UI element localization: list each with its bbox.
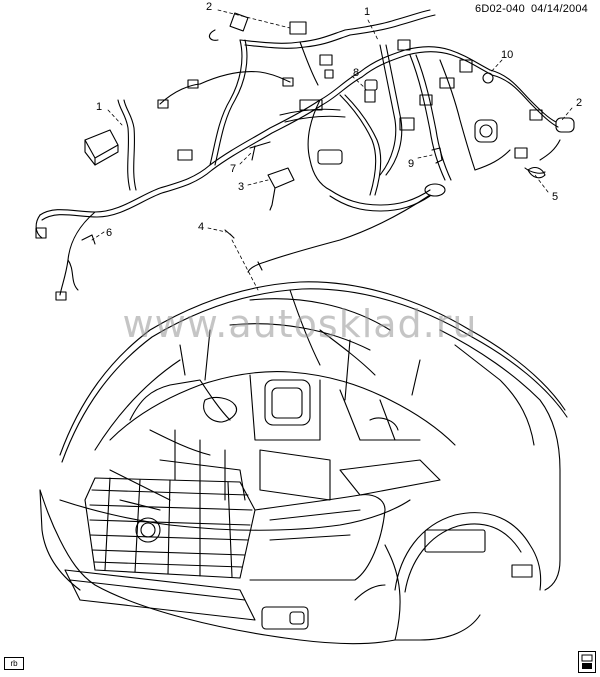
callout-3: 3 [238, 181, 244, 193]
callout-4: 4 [198, 221, 204, 233]
document-badge-icon [578, 651, 596, 673]
vehicle-front-end [39, 281, 568, 645]
callout-6: 6 [106, 227, 112, 239]
callout-10: 10 [501, 49, 513, 61]
diagram-code: 6D02-040 [475, 3, 525, 15]
callout-9: 9 [408, 158, 414, 170]
callout-2-top: 2 [206, 1, 212, 13]
diagram-date: 04/14/2004 [530, 3, 588, 15]
callout-2-right: 2 [576, 97, 582, 109]
callout-1-left: 1 [96, 101, 102, 113]
diagram-header: 6D02-040 04/14/2004 [475, 3, 588, 15]
callout-1-top: 1 [364, 6, 370, 18]
watermark-text: www.autosklad.ru [122, 302, 478, 346]
callout-5: 5 [552, 191, 558, 203]
leader-lines [91, 9, 573, 291]
callout-7: 7 [230, 163, 236, 175]
callout-8: 8 [353, 67, 359, 79]
wiring-harness [35, 9, 575, 301]
corner-tag: rb [4, 657, 24, 670]
callout-labels: 2 1 10 8 1 2 7 9 3 5 4 6 [96, 1, 582, 239]
